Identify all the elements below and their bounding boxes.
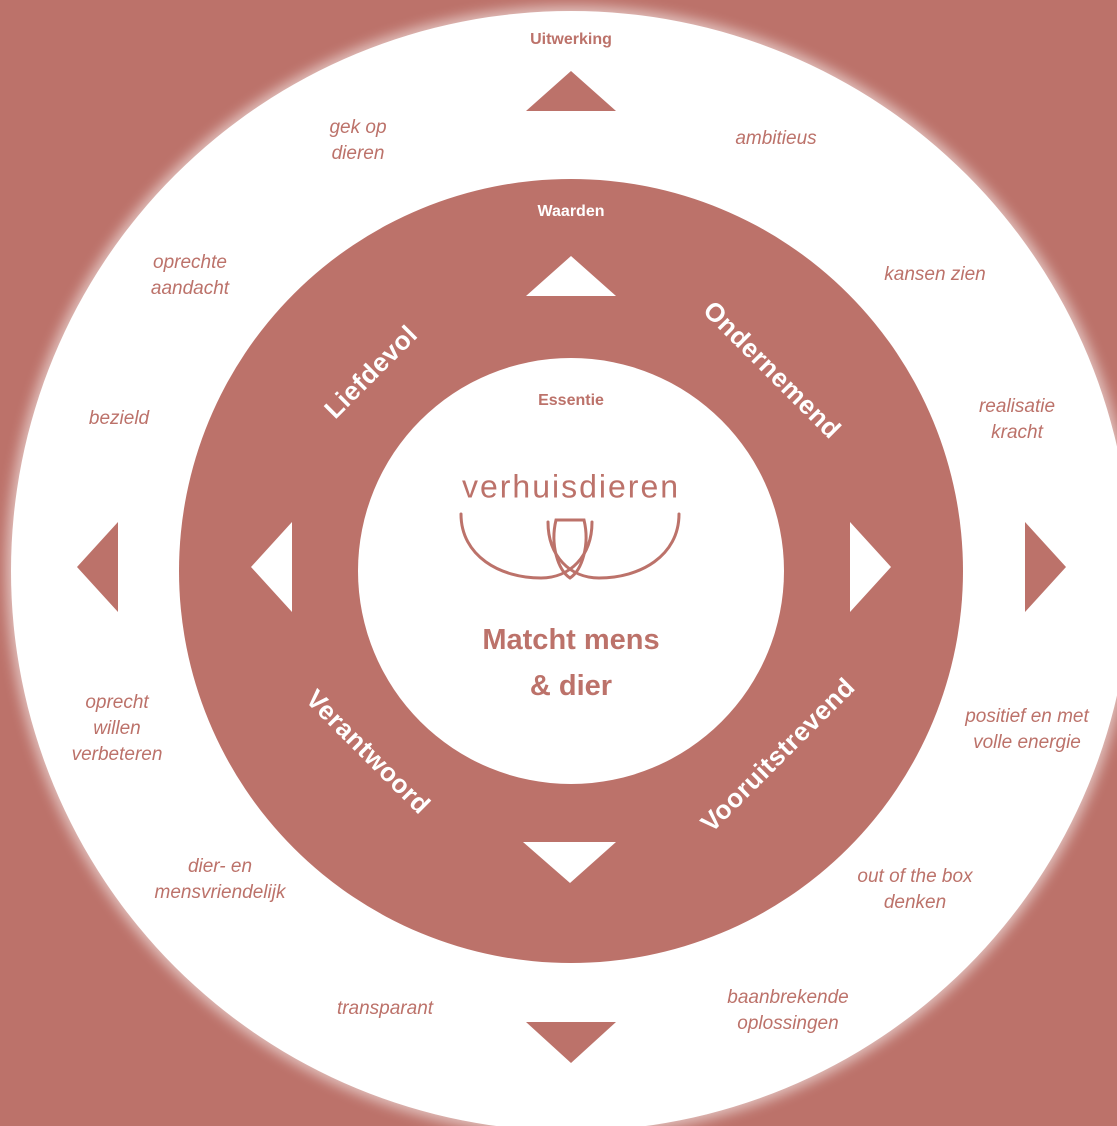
word-line: oprecht [85, 692, 149, 713]
inner-title: Essentie [538, 392, 604, 409]
word-realisatie-kracht: realisatie kracht [979, 394, 1055, 446]
outer-arrow-left-icon [77, 522, 118, 612]
word-line: gek op [329, 117, 387, 138]
word-line: oplossingen [737, 1013, 839, 1034]
word-line: ambitieus [735, 128, 817, 149]
word-line: kracht [991, 422, 1043, 443]
outer-arrow-down-icon [526, 1022, 616, 1063]
word-line: transparant [336, 998, 434, 1019]
middle-arrow-down-icon [523, 842, 616, 883]
outer-arrow-right-icon [1025, 522, 1066, 612]
middle-arrow-up-icon [526, 256, 616, 296]
word-line: aandacht [150, 278, 230, 299]
outer-ring-title: Uitwerking [530, 31, 612, 48]
word-line: out of the box [857, 866, 973, 887]
tagline-line: Matcht mens [482, 624, 660, 656]
word-line: realisatie [978, 396, 1056, 417]
word-line: positief en met [965, 706, 1089, 727]
word-line: denken [883, 892, 947, 913]
word-line: oprechte [153, 252, 227, 273]
word-oprecht-willen-verbeteren: oprecht willen verbeteren [72, 690, 163, 768]
logo-mark-icon [459, 512, 681, 580]
middle-arrow-right-icon [850, 522, 891, 612]
word-kansen-zien: kansen zien [884, 262, 985, 288]
word-line: willen [93, 718, 141, 739]
word-line: bezield [88, 408, 150, 429]
word-line: volle energie [973, 732, 1081, 753]
word-line: kansen zien [884, 264, 986, 285]
word-transparant: transparant [337, 996, 433, 1022]
word-line: dieren [331, 143, 385, 164]
middle-ring-title: Waarden [537, 203, 605, 220]
middle-arrow-left-icon [251, 522, 292, 612]
word-line: mensvriendelijk [154, 882, 286, 903]
outer-arrow-up-icon [526, 71, 616, 111]
word-baanbrekende-oplossingen: baanbrekende oplossingen [727, 985, 849, 1037]
word-line: verbeteren [71, 744, 163, 765]
word-out-of-the-box-denken: out of the box denken [857, 864, 972, 916]
tagline: Matcht mens & dier [482, 617, 659, 709]
word-line: dier- en [187, 856, 253, 877]
word-bezield: bezield [89, 406, 149, 432]
word-gek-op-dieren: gek op dieren [329, 115, 386, 167]
word-oprechte-aandacht: oprechte aandacht [151, 250, 229, 302]
word-positief-en-met-volle-energie: positief en met volle energie [965, 704, 1089, 756]
tagline-line: & dier [529, 670, 613, 702]
word-line: baanbrekende [727, 987, 849, 1008]
word-ambitieus: ambitieus [735, 126, 816, 152]
word-dier-en-mensvriendelijk: dier- en mensvriendelijk [155, 854, 286, 906]
brand-wordmark: verhuisdieren [461, 468, 681, 505]
